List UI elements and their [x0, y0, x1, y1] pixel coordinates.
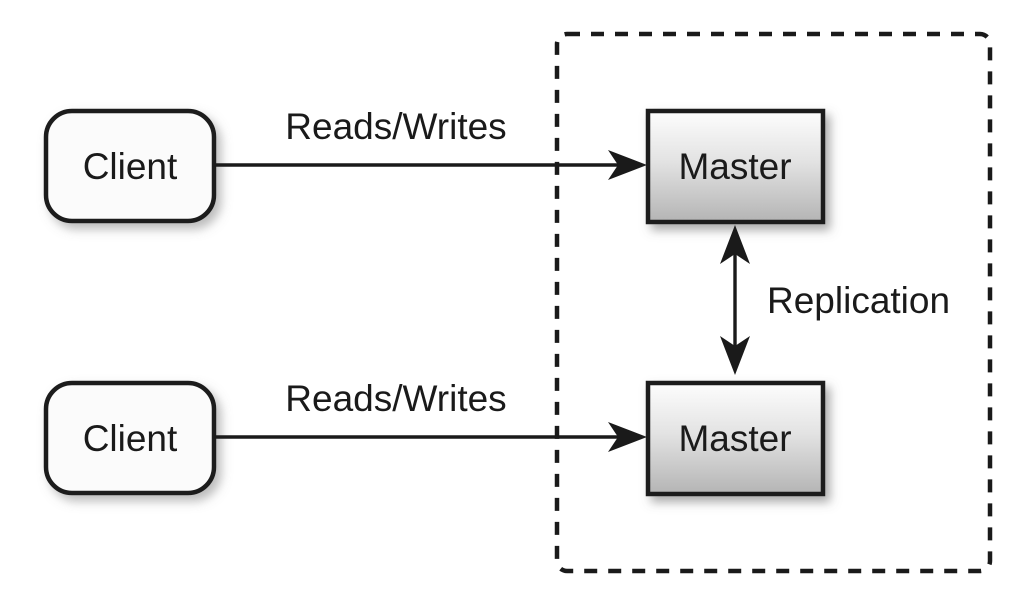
- master-top-label: Master: [678, 146, 791, 187]
- master-bottom-label: Master: [678, 418, 791, 459]
- node-client-bottom[interactable]: Client: [43, 380, 217, 496]
- edge-bottom-arrowhead: [608, 422, 647, 452]
- master-top-shape: [645, 108, 826, 225]
- edge-top-arrowhead: [608, 150, 647, 180]
- node-master-bottom[interactable]: Master: [645, 380, 826, 497]
- client-bottom-label: Client: [83, 418, 178, 459]
- replication-label: Replication: [767, 280, 950, 321]
- node-master-top[interactable]: Master: [645, 108, 826, 225]
- edge-top-label: Reads/Writes: [285, 106, 506, 147]
- replication-arrowhead-down: [720, 336, 750, 375]
- node-client-top[interactable]: Client: [43, 108, 217, 224]
- edge-client-top-master-top: [214, 150, 647, 180]
- edge-bottom-label: Reads/Writes: [285, 378, 506, 419]
- edge-client-bottom-master-bottom: [214, 422, 647, 452]
- replication-arrowhead-up: [720, 225, 750, 264]
- master-bottom-shape: [645, 380, 826, 497]
- edge-master-replication: [720, 225, 750, 375]
- client-top-label: Client: [83, 146, 178, 187]
